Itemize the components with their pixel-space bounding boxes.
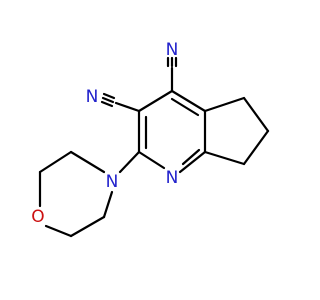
triple-bond-left-a — [102, 92, 116, 100]
atom-n-morpholine: N — [106, 172, 119, 192]
bond-c4a-c5 — [203, 96, 246, 113]
atom-n-cyano-top: N — [166, 40, 179, 60]
bond-c5-c6 — [242, 96, 270, 133]
bond-c2-nmorph — [118, 150, 141, 174]
bond-c4-c3 — [137, 89, 174, 113]
bond-c6-c7 — [242, 129, 270, 166]
bond-n1-c7a — [178, 150, 207, 174]
atom-n-pyridine: N — [166, 168, 179, 188]
bond-c4a-c4 — [170, 89, 207, 113]
bond-c4a-c4-inner — [170, 97, 200, 117]
bond-n1-c7a-inner — [181, 148, 201, 166]
atom-o-morpholine: O — [31, 207, 44, 227]
bond-cd-nmorph — [102, 190, 114, 219]
bond-cc-cd — [69, 215, 106, 238]
bond-ca-cb — [38, 150, 73, 174]
bond-nmorph-ca — [69, 150, 106, 174]
molecule-canvas: N N N N O — [31, 40, 270, 238]
bond-c2-n1 — [137, 150, 166, 170]
structure-diagram: N N N N O — [31, 40, 270, 238]
bond-c7-c7a — [203, 150, 246, 166]
triple-bond-left-c — [100, 100, 114, 108]
triple-bond-left-b — [101, 96, 115, 104]
bond-c3-cn — [114, 101, 141, 113]
atom-n-cyano-left: N — [86, 87, 99, 107]
bond-o-cc — [44, 224, 73, 238]
